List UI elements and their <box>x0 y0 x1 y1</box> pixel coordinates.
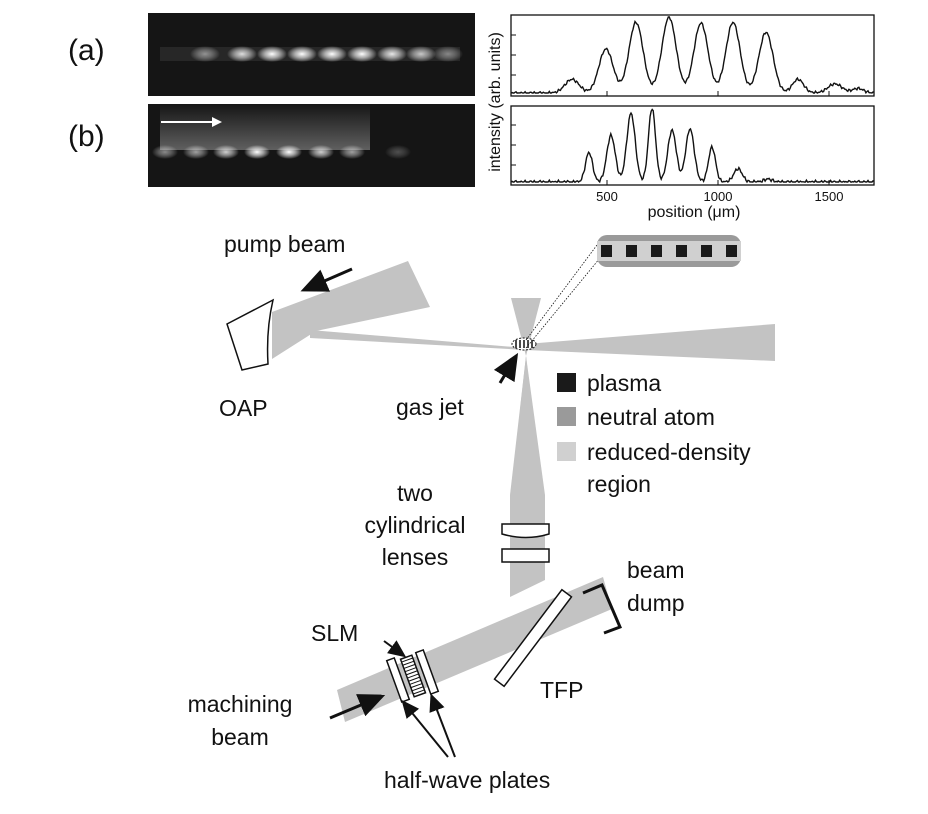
slm-pixel-line <box>403 663 416 669</box>
image-a-spot <box>406 46 436 62</box>
slm-pixel-line <box>409 679 422 685</box>
slm-pixel-line <box>413 689 425 695</box>
slm-pixel-line <box>404 667 417 673</box>
gas-jet-arrow <box>493 352 519 384</box>
gas-jet-label: gas jet <box>396 394 464 420</box>
tfp-plate <box>493 588 573 688</box>
oap-label: OAP <box>219 395 268 421</box>
slm-pixel-line <box>401 657 413 663</box>
zoom-plasma-channel <box>601 245 612 257</box>
plot-a-trace <box>510 16 875 95</box>
image-a-spot <box>190 46 220 62</box>
image-b-spot <box>339 145 365 159</box>
machining-beam-arrow <box>329 694 386 720</box>
legend: plasma neutral atom reduced-density regi… <box>557 370 751 497</box>
image-a-spot <box>433 46 463 62</box>
zoom-plasma-channel <box>626 245 637 257</box>
slm-pixel-line <box>408 676 420 682</box>
image-b-spot <box>152 145 178 159</box>
image-b-spot <box>276 145 302 159</box>
zoom-plasma-channels <box>601 245 737 257</box>
beam-dump <box>582 583 622 635</box>
plot-a <box>510 14 875 97</box>
beam-dump-label-line2: dump <box>627 590 685 616</box>
zoom-plasma-channel <box>726 245 737 257</box>
image-b <box>148 104 475 187</box>
oap-mirror <box>226 298 275 371</box>
slm-pixel-line <box>411 686 424 692</box>
slm-pixel-line <box>407 673 419 679</box>
legend-label-plasma: plasma <box>587 370 661 396</box>
plot-ticks <box>511 34 830 185</box>
lenses-label-line3: lenses <box>382 544 448 570</box>
pump-beam-label: pump beam <box>224 231 345 257</box>
image-b-direction-arrow-head <box>212 117 222 127</box>
machining-beam-label-line2: beam <box>211 724 269 750</box>
panel-label-a: (a) <box>68 34 105 67</box>
pump-focus-cone <box>310 330 526 350</box>
half-wave-arrow-1 <box>401 699 449 758</box>
slm-pixel-line <box>402 660 415 666</box>
zoom-inset <box>597 235 741 267</box>
machining-beam-label-line1: machining <box>188 691 293 717</box>
image-b-spot <box>308 145 334 159</box>
x-tick-1000: 1000 <box>704 189 733 204</box>
zoom-plasma-channel <box>676 245 687 257</box>
cylindrical-lens-1 <box>501 523 550 539</box>
slm-pixel-line <box>410 683 423 689</box>
pump-beam-path <box>272 261 430 359</box>
image-b-spot <box>183 145 209 159</box>
tfp-label: TFP <box>540 677 583 703</box>
legend-swatch-plasma <box>557 373 576 392</box>
plot-b-frame <box>510 105 875 186</box>
zoom-reduced-density <box>597 241 741 261</box>
image-a-spot <box>377 46 407 62</box>
x-axis-label: position (μm) <box>648 204 741 221</box>
image-b-spot <box>385 145 411 159</box>
x-tick-500: 500 <box>596 189 618 204</box>
image-b-streaks <box>160 104 370 150</box>
image-a-spots <box>190 46 463 62</box>
legend-label-reduced-density-1: reduced-density <box>587 439 751 465</box>
slm-pixel-line <box>406 670 418 676</box>
plot-b <box>510 105 875 186</box>
legend-swatch-neutral-atom <box>557 407 576 426</box>
x-tick-1500: 1500 <box>815 189 844 204</box>
slm-label: SLM <box>311 620 358 646</box>
slm-pixels <box>401 657 425 695</box>
cylindrical-lens-2 <box>501 548 550 563</box>
image-b-spot <box>244 145 270 159</box>
image-a <box>148 13 475 96</box>
half-wave-plates-label: half-wave plates <box>384 767 550 793</box>
zoom-line-top <box>525 240 601 341</box>
image-a-spot <box>287 46 317 62</box>
beam-dump-label-line1: beam <box>627 557 685 583</box>
half-wave-arrow-2 <box>429 693 456 758</box>
gas-jet-cone-bottom <box>520 356 532 410</box>
zoom-plasma-channel <box>701 245 712 257</box>
exit-beam <box>526 324 775 361</box>
plot-b-trace <box>510 108 875 184</box>
zoom-line-bottom <box>525 257 601 349</box>
image-b-spots <box>152 145 411 159</box>
legend-label-reduced-density-2: region <box>587 471 651 497</box>
image-b-spot <box>213 145 239 159</box>
lenses-label-line2: cylindrical <box>365 512 466 538</box>
image-a-spot <box>257 46 287 62</box>
zoom-plasma-channel <box>651 245 662 257</box>
image-a-spot <box>227 46 257 62</box>
half-wave-plate-2 <box>414 648 440 696</box>
pump-beam-arrow <box>300 267 353 292</box>
legend-swatch-reduced-density <box>557 442 576 461</box>
legend-label-neutral-atom: neutral atom <box>587 404 715 430</box>
panel-label-b: (b) <box>68 120 105 153</box>
lenses-label-line1: two <box>397 480 433 506</box>
y-axis-label: intensity (arb. units) <box>487 32 504 172</box>
slm-arrow <box>383 640 407 658</box>
gas-jet-cone-top <box>511 298 541 356</box>
image-a-spot <box>317 46 347 62</box>
interaction-region-stripes <box>515 340 533 348</box>
image-a-spot <box>347 46 377 62</box>
